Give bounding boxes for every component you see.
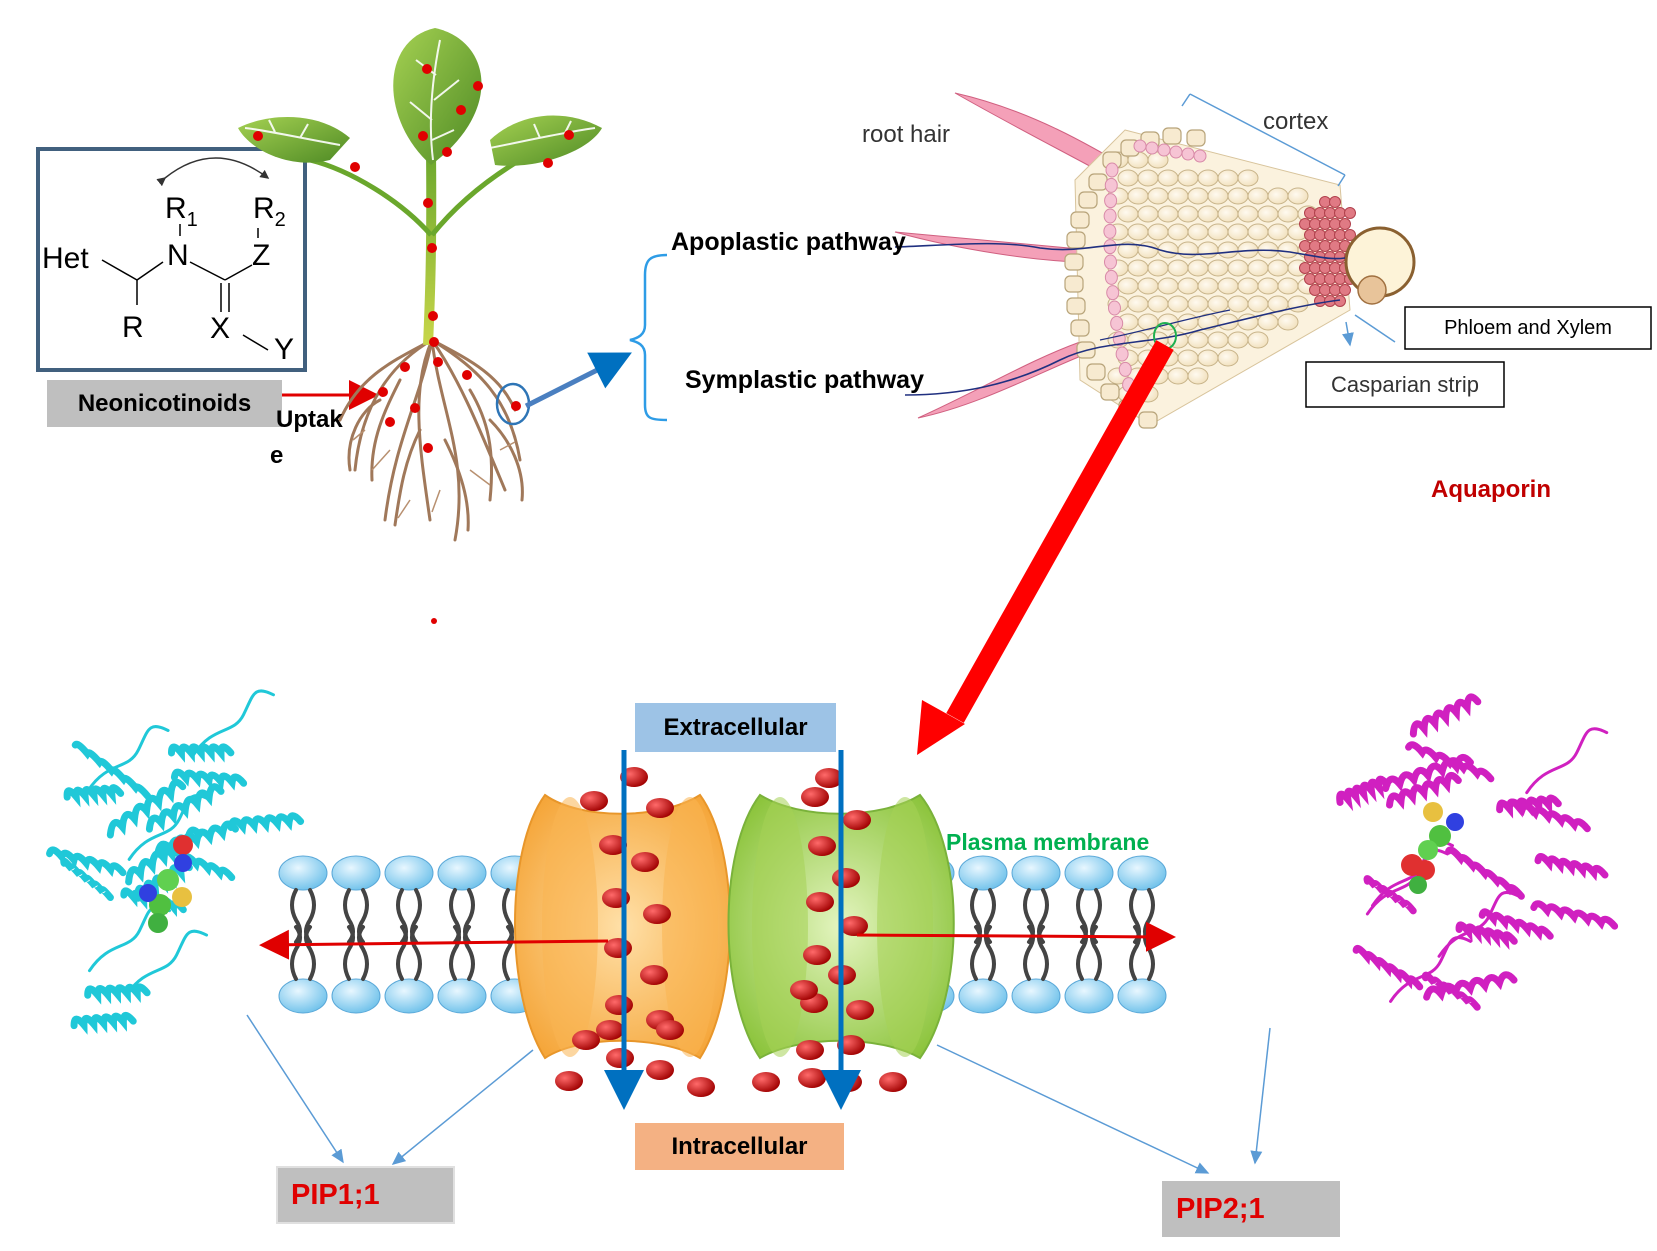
aquaporin-channel-orange (514, 793, 731, 1060)
ligand-left (139, 835, 193, 933)
pip2-protein-structure (1336, 693, 1619, 1011)
lipid-bilayer (278, 855, 1167, 1014)
aquaporin-label: Aquaporin (1431, 476, 1551, 503)
phloem-xylem-label: Phloem and Xylem (1444, 316, 1612, 339)
plasma-membrane-label: Plasma membrane (946, 829, 1150, 855)
seedling-with-roots-icon (238, 28, 602, 624)
symplastic-label: Symplastic pathway (685, 366, 924, 394)
intracellular-label: Intracellular (671, 1132, 808, 1160)
neonicotinoid-structure: Het R1 N R2 Z R X Y (36, 147, 307, 372)
ligand-right (1401, 802, 1464, 894)
root-hair-label: root hair (862, 121, 951, 148)
root-cross-section-icon (894, 92, 1416, 429)
efflux-arrow-left (259, 929, 609, 960)
extracellular-label: Extracellular (663, 713, 808, 741)
root-zoom-arrow (524, 352, 632, 409)
pointer-4 (1250, 1027, 1271, 1165)
efflux-arrow-right (856, 921, 1176, 952)
casparian-label: Casparian strip (1331, 371, 1479, 397)
pip2-box (1162, 1181, 1340, 1237)
phloem-xylem-box (1404, 306, 1652, 350)
struct-y: Y (274, 333, 294, 366)
neonicotinoids-box (47, 380, 282, 427)
cortex-label: cortex (1263, 108, 1329, 135)
extracellular-box (635, 703, 836, 752)
pointer-3 (936, 1044, 1210, 1174)
struct-x: X (210, 312, 230, 345)
pointer-1 (246, 1014, 344, 1164)
water-molecules (555, 767, 907, 1097)
pointer-2 (391, 1049, 534, 1165)
struct-n: N (167, 239, 189, 272)
pip1-protein-structure (46, 689, 305, 1035)
pip2-label: PIP2;1 (1176, 1192, 1265, 1225)
neonicotinoids-label: Neonicotinoids (77, 389, 252, 417)
pathway-bracket (629, 253, 668, 422)
casparian-box (1305, 361, 1505, 408)
struct-r1: R1 (165, 192, 198, 231)
uptake-label-line1: Uptak (276, 406, 343, 433)
intracellular-box (635, 1123, 844, 1170)
zoom-red-arrowhead (917, 700, 965, 755)
zoom-red-arrow (946, 340, 1174, 723)
pip1-label: PIP1;1 (291, 1178, 380, 1211)
struct-z: Z (252, 239, 270, 272)
uptake-label-line2: e (270, 442, 284, 469)
struct-r: R (122, 311, 144, 344)
struct-het: Het (42, 242, 89, 275)
pip1-box (276, 1166, 455, 1224)
struct-r2: R2 (253, 192, 286, 231)
apoplastic-label: Apoplastic pathway (671, 228, 906, 256)
